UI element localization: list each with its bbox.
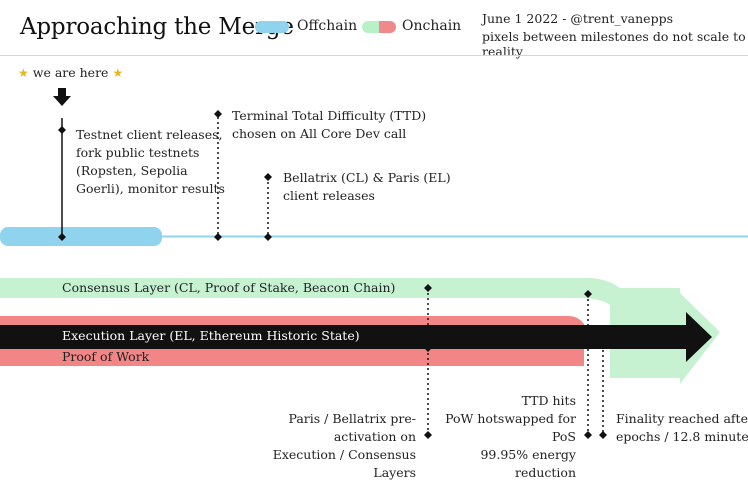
bellatrix-diamond-bottom	[264, 233, 272, 241]
milestone-bellatrix-line: Bellatrix (CL) & Paris (EL)	[283, 170, 451, 185]
milestone-bellatrix-line: client releases	[283, 188, 375, 203]
testnet-diamond-top	[58, 126, 66, 134]
milestone-testnet-line: (Ropsten, Sepolia	[76, 163, 188, 178]
milestone-testnet-line: fork public testnets	[76, 145, 200, 160]
consensus-layer-band	[0, 278, 720, 384]
header-divider	[0, 55, 748, 56]
arrow-down-icon	[53, 88, 71, 106]
testnet-diamond-bottom	[58, 233, 66, 241]
offchain-legend-swatch	[255, 21, 289, 33]
milestone-finality-line: epochs / 12.8 minutes	[616, 429, 748, 444]
finality-diamond-bottom	[599, 431, 607, 439]
finality-diamond-top	[599, 336, 607, 344]
milestone-finality: Finality reached after 2 epochs / 12.8 m…	[616, 410, 748, 446]
date-author: June 1 2022 - @trent_vanepps	[482, 11, 673, 26]
consensus-layer-label: Consensus Layer (CL, Proof of Stake, Bea…	[62, 280, 396, 295]
milestone-ttd-hits-line: PoW hotswapped for PoS	[445, 411, 576, 444]
milestone-ttd-hits-line: 99.95% energy reduction	[480, 447, 576, 480]
onchain-legend-label: Onchain	[402, 18, 462, 34]
ttd-diamond-top	[214, 110, 222, 118]
milestone-ttd-line: chosen on All Core Dev call	[232, 126, 407, 141]
merge-timeline-diagram: Approaching the Merge Offchain Onchain J…	[0, 11, 748, 480]
ttd-diamond-bottom	[214, 233, 222, 241]
page-title: Approaching the Merge	[20, 14, 294, 40]
offchain-bar	[0, 227, 162, 246]
milestone-preactivation-line: Execution / Consensus Layers	[272, 447, 416, 480]
milestone-testnet: Testnet client releases, fork public tes…	[76, 126, 225, 198]
milestone-testnet-line: Testnet client releases,	[76, 127, 223, 142]
milestone-preactivation: Paris / Bellatrix pre-activation on Exec…	[228, 410, 416, 482]
timeline-graphics	[0, 88, 748, 439]
offchain-line	[150, 235, 748, 238]
preactivation-diamond-top	[424, 284, 432, 292]
we-are-here-label: we are here	[32, 65, 109, 80]
bellatrix-diamond-top	[264, 173, 272, 181]
we-are-here-marker: ★ we are here ★	[18, 64, 123, 82]
execution-layer-label: Execution Layer (EL, Ethereum Historic S…	[62, 328, 360, 343]
milestone-bellatrix: Bellatrix (CL) & Paris (EL) client relea…	[283, 169, 451, 205]
onchain-legend-swatch	[362, 21, 396, 33]
milestone-ttd-hits: TTD hits PoW hotswapped for PoS 99.95% e…	[426, 392, 576, 482]
milestone-preactivation-line: Paris / Bellatrix pre-activation on	[288, 411, 417, 444]
proof-of-work-label: Proof of Work	[62, 349, 150, 364]
ttd-hits-diamond-top	[584, 290, 592, 298]
preactivation-diamond-mid	[424, 344, 432, 352]
milestone-ttd-hits-line: TTD hits	[521, 393, 576, 408]
milestone-testnet-line: Goerli), monitor results	[76, 181, 225, 196]
milestone-ttd: Terminal Total Difficulty (TTD) chosen o…	[232, 107, 426, 143]
execution-layer-arrow	[0, 312, 712, 362]
milestone-finality-line: Finality reached after 2	[616, 411, 748, 426]
ttd-hits-diamond-bottom	[584, 431, 592, 439]
star-icon: ★	[112, 66, 124, 80]
milestone-ttd-line: Terminal Total Difficulty (TTD)	[232, 108, 427, 123]
offchain-legend-label: Offchain	[297, 18, 358, 34]
star-icon: ★	[18, 66, 29, 80]
preactivation-diamond-bottom	[424, 431, 432, 439]
